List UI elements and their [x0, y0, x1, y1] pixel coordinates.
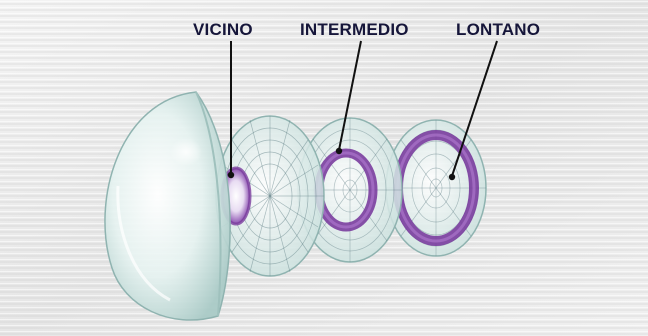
far-leader-dot	[449, 174, 455, 180]
intermediate-zone-label: INTERMEDIO	[300, 20, 409, 40]
near-leader-dot	[228, 172, 234, 178]
far-zone-label: LONTANO	[456, 20, 540, 40]
lens-near-zone	[216, 116, 324, 276]
intermediate-leader-dot	[336, 148, 342, 154]
near-zone-label: VICINO	[193, 20, 253, 40]
